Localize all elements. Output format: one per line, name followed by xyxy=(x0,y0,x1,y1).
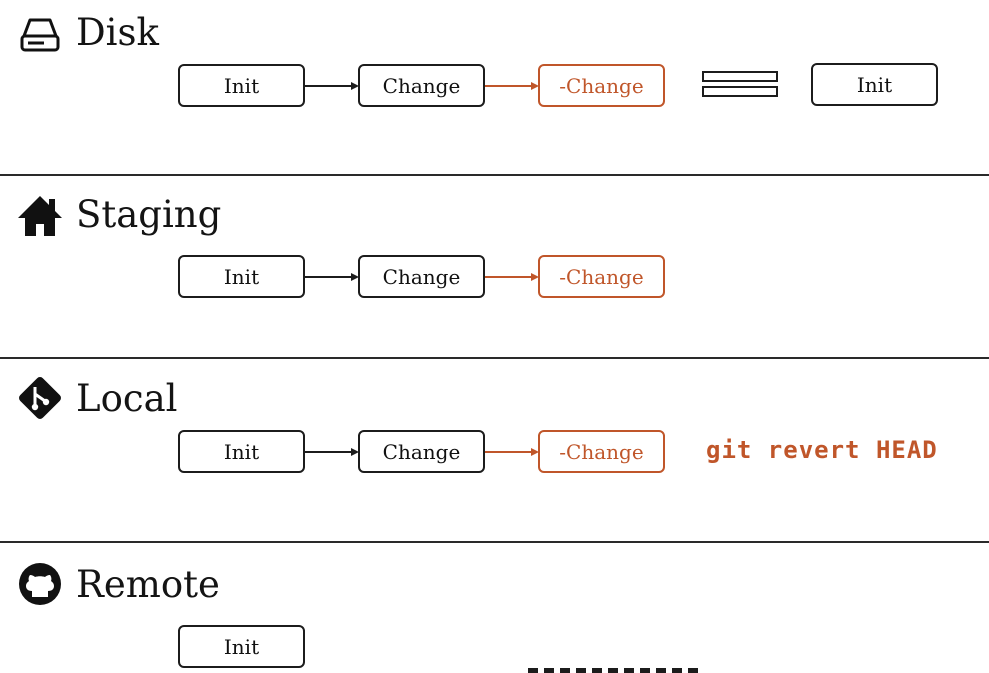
section-title-local: Local xyxy=(76,377,178,420)
disk-revert-commit: -Change xyxy=(538,64,665,107)
disk-init-commit: Init xyxy=(178,64,305,107)
staging-revert-commit: -Change xyxy=(538,255,665,298)
section-title-remote: Remote xyxy=(76,563,220,606)
local-revert-commit: -Change xyxy=(538,430,665,473)
staging-change-commit: Change xyxy=(358,255,485,298)
local-arrow-2 xyxy=(485,448,539,456)
git-command-text: git revert HEAD xyxy=(706,436,938,464)
disk-change-commit: Change xyxy=(358,64,485,107)
staging-arrow-2 xyxy=(485,273,539,281)
local-arrow-1 xyxy=(305,448,359,456)
divider-3 xyxy=(0,541,989,543)
section-title-staging: Staging xyxy=(76,193,222,236)
staging-arrow-1 xyxy=(305,273,359,281)
section-title-disk: Disk xyxy=(76,11,159,54)
divider-1 xyxy=(0,174,989,176)
disk-arrow-1 xyxy=(305,82,359,90)
local-init-commit: Init xyxy=(178,430,305,473)
staging-init-commit: Init xyxy=(178,255,305,298)
divider-2 xyxy=(0,357,989,359)
git-logo-icon xyxy=(19,377,61,419)
home-icon xyxy=(18,196,62,236)
cropped-text-fragment xyxy=(528,664,718,673)
github-logo-icon xyxy=(19,563,61,605)
equals-sign xyxy=(702,71,778,101)
hard-drive-icon xyxy=(20,18,60,52)
local-change-commit: Change xyxy=(358,430,485,473)
disk-result-init: Init xyxy=(811,63,938,106)
remote-init-commit: Init xyxy=(178,625,305,668)
disk-arrow-2 xyxy=(485,82,539,90)
